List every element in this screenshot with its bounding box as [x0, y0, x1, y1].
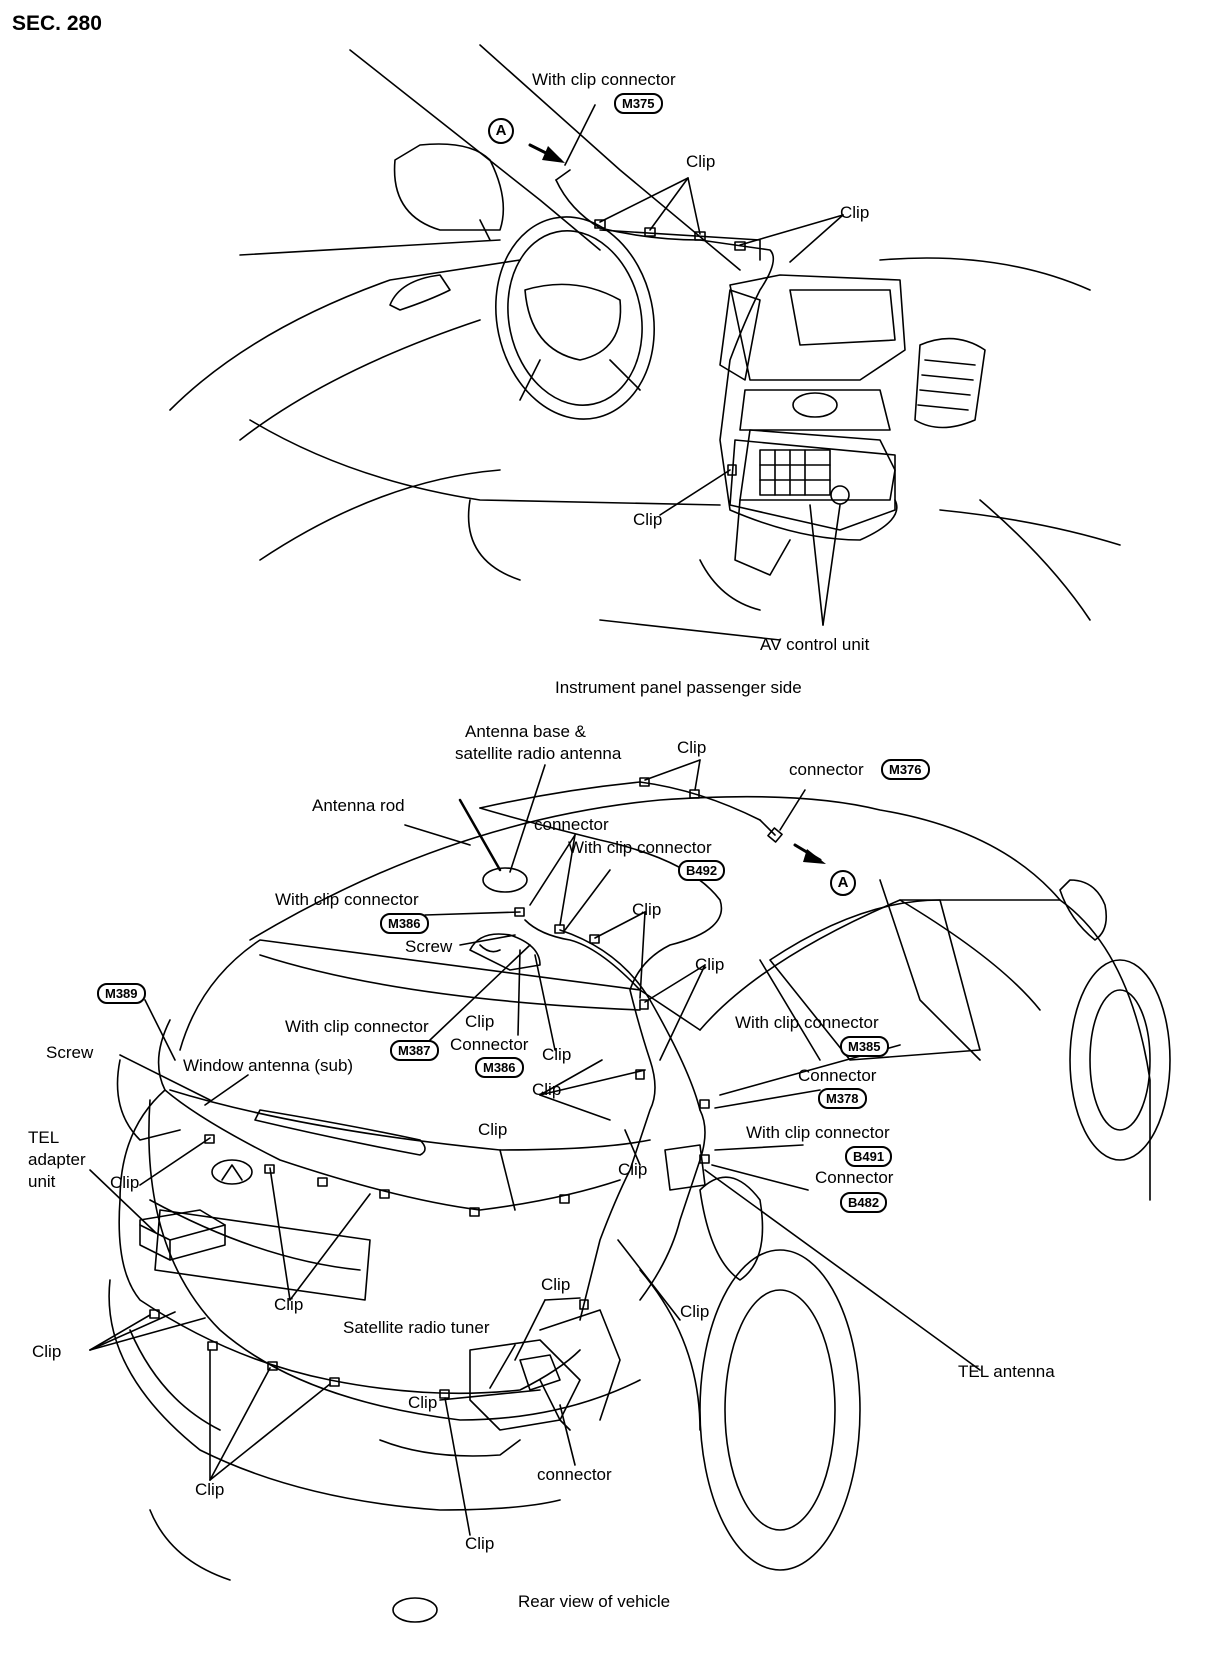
arrow-a-marker: A	[488, 118, 514, 144]
with-clip-connector-label: With clip connector	[568, 838, 712, 857]
connector-badge-b492: B492	[678, 860, 726, 881]
clip-label: Clip	[633, 510, 663, 529]
clip-label: Clip	[274, 1295, 304, 1314]
clip-label: Clip	[532, 1080, 562, 1099]
connector-badge-m385: M385	[840, 1036, 889, 1057]
tel-antenna-label: TEL antenna	[958, 1362, 1055, 1381]
connector-label: Connector	[798, 1066, 877, 1085]
connector-label: Connector	[450, 1035, 529, 1054]
clip-label: Clip	[541, 1275, 571, 1294]
connector-badge-m376: M376	[881, 759, 930, 780]
caption-rear-view: Rear view of vehicle	[518, 1592, 671, 1611]
clip-label: Clip	[542, 1045, 572, 1064]
satellite-radio-tuner-label: Satellite radio tuner	[343, 1318, 490, 1337]
instrument-panel-drawing	[169, 44, 1121, 641]
connector-badge-m387: M387	[390, 1040, 439, 1061]
clip-label: Clip	[478, 1120, 508, 1139]
av-control-unit-label: AV control unit	[760, 635, 870, 654]
connector-label: connector	[789, 760, 864, 779]
caption-instrument-panel: Instrument panel passenger side	[555, 678, 802, 697]
window-antenna-label: Window antenna (sub)	[183, 1056, 354, 1075]
connector-badge-m386: M386	[380, 913, 429, 934]
connector-badge-b491: B491	[845, 1146, 893, 1167]
connector-badge-m378: M378	[818, 1088, 867, 1109]
screw-label: Screw	[46, 1043, 94, 1062]
clip-label: Clip	[680, 1302, 710, 1321]
section-number: SEC. 280	[12, 12, 102, 35]
antenna-base-label-line2: satellite radio antenna	[455, 744, 622, 763]
leaders-bottom	[89, 759, 981, 1536]
connector-badge-b482: B482	[840, 1192, 888, 1213]
with-clip-connector-label: With clip connector	[285, 1017, 429, 1036]
clip-label: Clip	[618, 1160, 648, 1179]
connector-label: Connector	[815, 1168, 894, 1187]
with-clip-connector-label: With clip connector	[746, 1123, 890, 1142]
clip-label: Clip	[677, 738, 707, 757]
with-clip-connector-label: With clip connector	[275, 890, 419, 909]
leaders-top	[564, 104, 844, 626]
connector-badge-m389: M389	[97, 983, 146, 1004]
clip-label: Clip	[465, 1012, 495, 1031]
connector-label: connector	[537, 1465, 612, 1484]
arrow-a-marker: A	[830, 870, 856, 896]
clip-label: Clip	[465, 1534, 495, 1553]
connector-badge-m386: M386	[475, 1057, 524, 1078]
clip-label: Clip	[408, 1393, 438, 1412]
clip-label: Clip	[110, 1173, 140, 1192]
clip-label: Clip	[195, 1480, 225, 1499]
clip-label: Clip	[632, 900, 662, 919]
tel-adapter-label-line3: unit	[28, 1172, 56, 1191]
clip-label: Clip	[695, 955, 725, 974]
screw-label: Screw	[405, 937, 453, 956]
connector-label: connector	[534, 815, 609, 834]
with-clip-connector-label: With clip connector	[532, 70, 676, 89]
clip-label: Clip	[686, 152, 716, 171]
clip-label: Clip	[840, 203, 870, 222]
clip-label: Clip	[32, 1342, 62, 1361]
antenna-rod-label: Antenna rod	[312, 796, 405, 815]
with-clip-connector-label: With clip connector	[735, 1013, 879, 1032]
antenna-base-label-line1: Antenna base &	[465, 722, 586, 741]
tel-adapter-label-line1: TEL	[28, 1128, 60, 1147]
connector-badge-m375: M375	[614, 93, 663, 114]
tel-adapter-label-line2: adapter	[28, 1150, 86, 1169]
